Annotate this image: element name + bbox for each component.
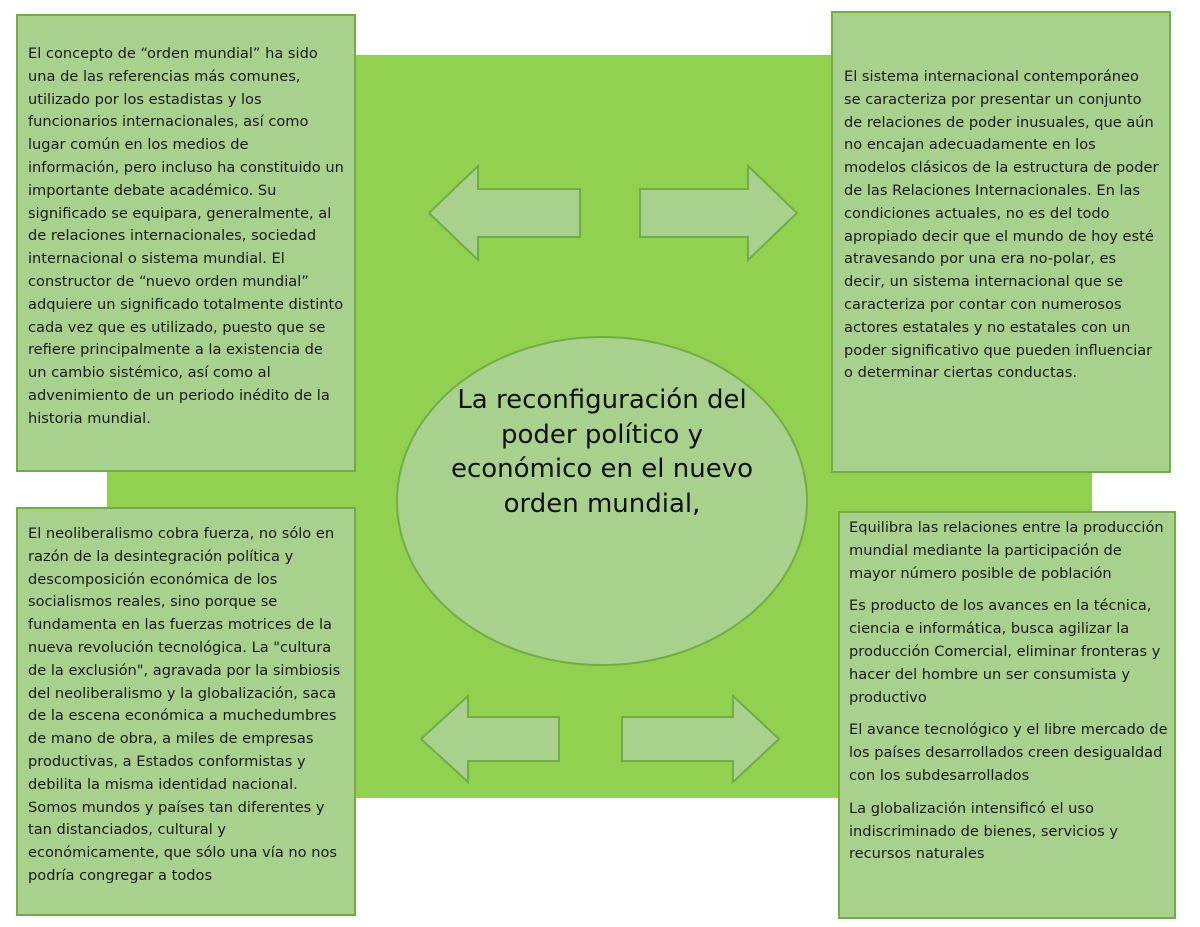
arrow-right-bottom-icon [621, 693, 781, 785]
box-top-left-text: El concepto de “orden mundial” ha sido u… [28, 45, 344, 427]
box-bottom-right: Equilibra las relaciones entre la produc… [838, 511, 1176, 919]
center-ellipse [396, 336, 808, 666]
box-bottom-right-paragraph-2: Es producto de los avances en la técnica… [849, 597, 1161, 706]
box-bottom-right-paragraph-3: El avance tecnológico y el libre mercado… [849, 721, 1168, 784]
center-title: La reconfiguración del poder político y … [450, 385, 754, 519]
box-top-left: El concepto de “orden mundial” ha sido u… [16, 14, 356, 472]
box-bottom-left: El neoliberalismo cobra fuerza, no sólo … [16, 507, 356, 916]
arrow-right-top-icon [639, 163, 799, 263]
box-top-right: El sistema internacional contemporáneo s… [831, 11, 1171, 473]
box-bottom-right-paragraph-4: La globalización intensificó el uso indi… [849, 799, 1119, 863]
arrow-left-top-icon [427, 163, 581, 263]
box-bottom-left-text: El neoliberalismo cobra fuerza, no sólo … [28, 525, 341, 884]
arrow-left-bottom-icon [419, 693, 560, 785]
box-bottom-right-paragraph-1: Equilibra las relaciones entre la produc… [849, 519, 1164, 582]
box-top-right-text: El sistema internacional contemporáneo s… [844, 68, 1159, 382]
